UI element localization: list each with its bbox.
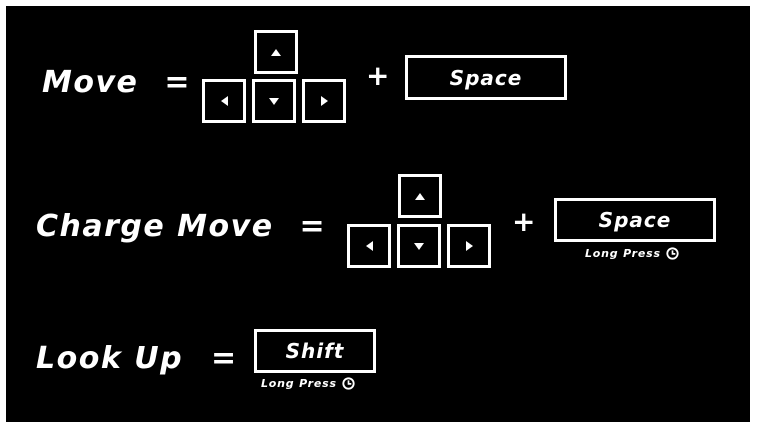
charge-arrow-left-key (347, 224, 391, 268)
arrow-left-icon (220, 96, 228, 106)
look-up-equals: = (211, 341, 238, 376)
move-equals: = (164, 65, 191, 100)
controls-screen: Move = + Space Charge Move = + Space Lon… (6, 6, 750, 422)
charge-long-press-hint: Long Press (585, 247, 679, 260)
charge-arrow-right-key (447, 224, 491, 268)
arrow-down-icon (269, 97, 279, 105)
charge-move-equals: = (299, 209, 327, 244)
move-plus: + (366, 59, 391, 92)
charge-move-plus: + (512, 205, 537, 238)
charge-move-label: Charge Move = (36, 212, 326, 242)
look-up-label: Look Up = (36, 344, 238, 374)
move-arrow-left-key (202, 79, 246, 123)
arrow-left-icon (365, 241, 373, 251)
charge-arrow-up-key (398, 174, 442, 218)
charge-move-label-text: Charge Move (36, 209, 274, 244)
clock-icon (666, 247, 679, 260)
charge-space-key: Space (554, 198, 716, 242)
arrow-up-icon (271, 48, 281, 56)
look-up-label-text: Look Up (36, 341, 184, 376)
move-arrow-right-key (302, 79, 346, 123)
look-up-long-press-hint: Long Press (261, 377, 355, 390)
charge-long-press-text: Long Press (585, 247, 661, 260)
move-space-key: Space (405, 55, 567, 100)
charge-space-key-label: Space (598, 208, 672, 232)
shift-key: Shift (254, 329, 376, 373)
move-label-text: Move (42, 65, 139, 100)
move-label: Move = (42, 68, 191, 98)
charge-arrow-down-key (397, 224, 441, 268)
arrow-down-icon (414, 242, 424, 250)
look-up-long-press-text: Long Press (261, 377, 337, 390)
arrow-right-icon (465, 241, 473, 251)
move-arrow-up-key (254, 30, 298, 74)
shift-key-label: Shift (285, 339, 345, 363)
arrow-up-icon (415, 192, 425, 200)
clock-icon (342, 377, 355, 390)
move-arrow-down-key (252, 79, 296, 123)
arrow-right-icon (320, 96, 328, 106)
move-space-key-label: Space (449, 65, 523, 90)
